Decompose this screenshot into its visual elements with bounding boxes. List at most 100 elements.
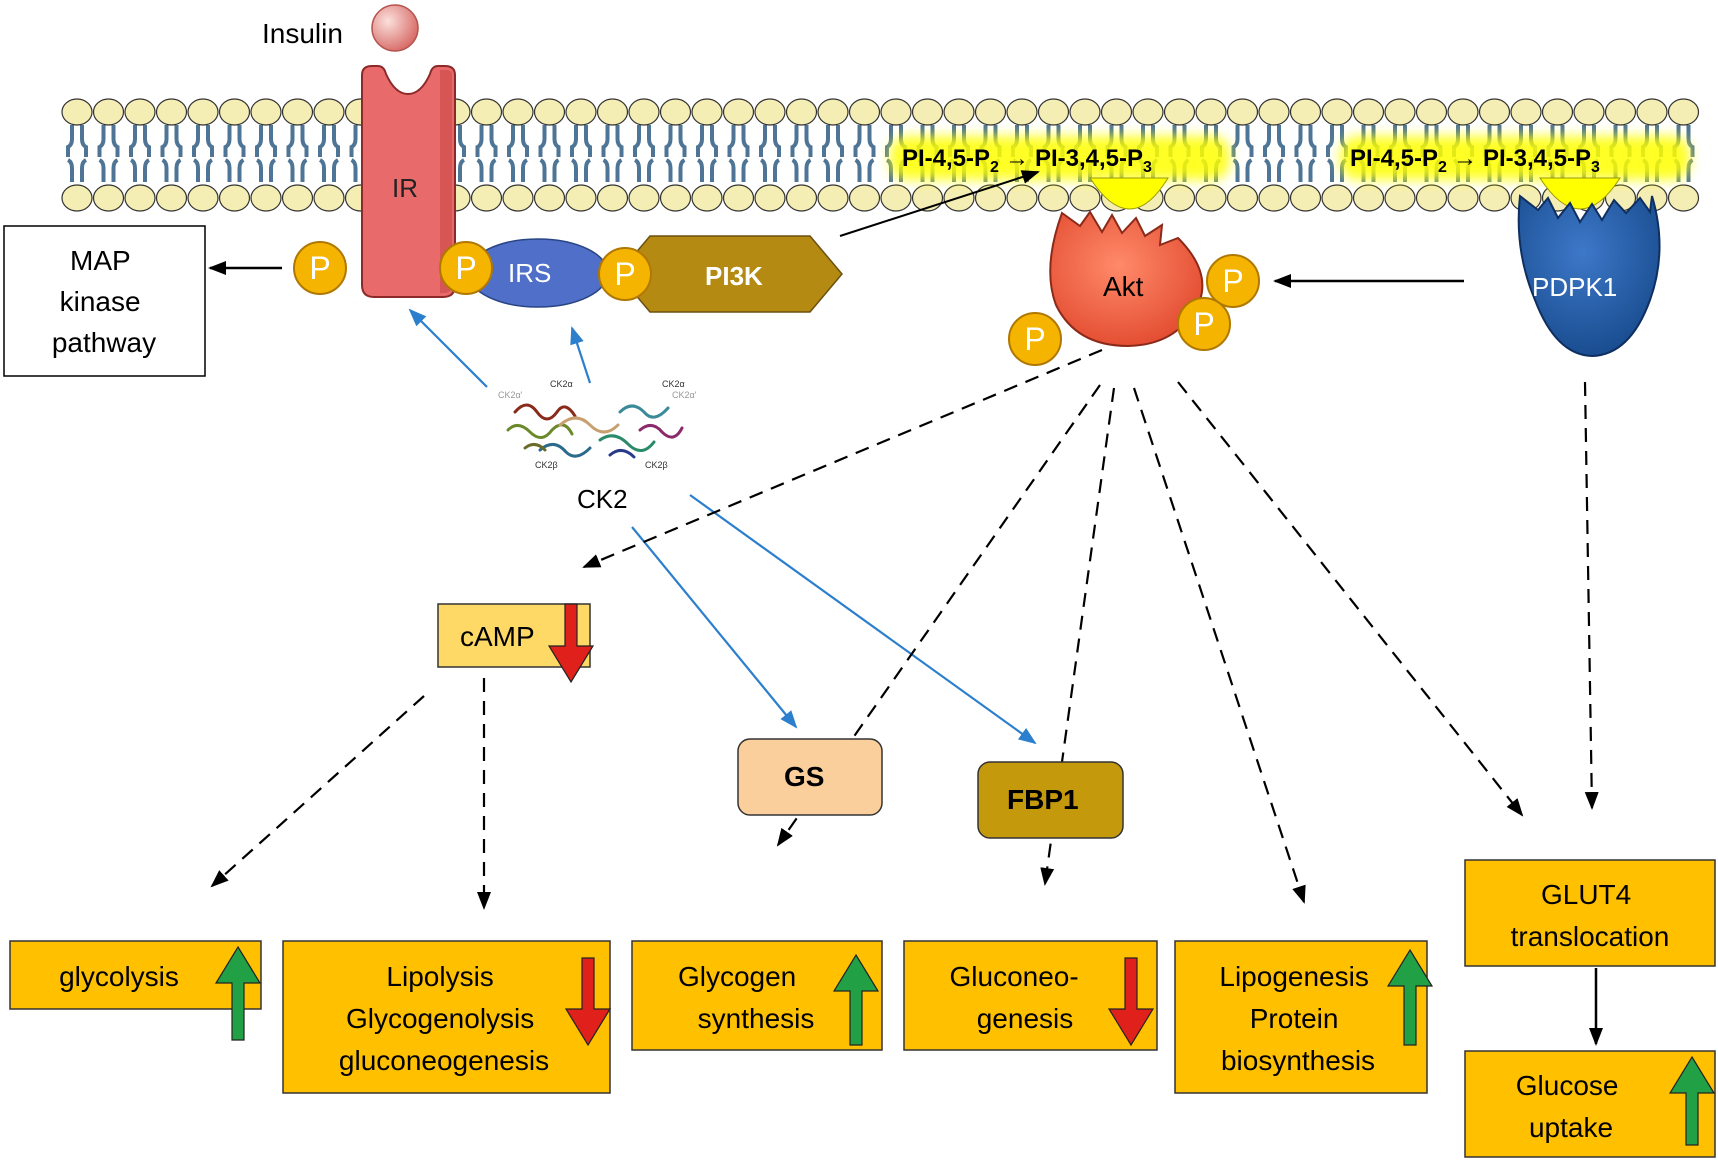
insulin-receptor: IR — [361, 65, 456, 298]
arrow-pi3k-to-pip3 — [839, 170, 1040, 237]
glucose-up-arrow — [1668, 1055, 1716, 1146]
phospholipid — [281, 98, 314, 212]
insulin-label: Insulin — [262, 18, 343, 49]
outcome-lipogenesis: Lipogenesis Protein biosynthesis — [1174, 940, 1428, 1094]
outcome-glucose-uptake: Glucose uptake — [1464, 1050, 1716, 1158]
insulin-molecule — [371, 4, 419, 52]
akt-label: Akt — [1103, 271, 1144, 302]
lipid-from-sub-1: 2 — [990, 159, 999, 176]
map-kinase-box — [3, 225, 206, 377]
lipogenesis-label: Lipogenesis Protein biosynthesis — [1219, 961, 1376, 1076]
svg-text:CK2β: CK2β — [645, 460, 668, 470]
phospholipid — [533, 98, 566, 212]
receptor-label: IR — [392, 173, 418, 203]
svg-text:CK2α: CK2α — [550, 379, 573, 389]
svg-text:CK2α: CK2α — [662, 379, 685, 389]
phospholipid — [502, 98, 534, 212]
glycolysis-up-arrow — [214, 945, 262, 1041]
lipid-conversion-highlight-2: PI-4,5-P2 →PI-3,4,5-P3 — [1340, 136, 1690, 180]
phospholipid — [1258, 98, 1290, 212]
glycogen-up-arrow — [832, 953, 880, 1046]
gluconeo-down-arrow — [1107, 957, 1155, 1047]
pip3-head-akt — [1089, 177, 1169, 210]
lipid-to-sub-2: 3 — [1591, 159, 1600, 176]
phosphate-group: P — [1206, 254, 1260, 308]
outcome-gluconeogenesis: Gluconeo- genesis — [903, 940, 1158, 1051]
camp-down-arrow — [547, 603, 595, 684]
phosphate-group: P — [439, 241, 493, 295]
phospholipid — [124, 98, 156, 212]
lipolysis-label: Lipolysis Glycogenolysis gluconeogenesis — [339, 961, 549, 1076]
phospholipid — [880, 98, 912, 212]
phospholipid — [61, 98, 93, 212]
arrow-akt-to-camp — [582, 348, 1103, 569]
arrow-pdpk1-to-glut4 — [1583, 381, 1599, 810]
phosphate-group: P — [1008, 312, 1062, 366]
lipogenesis-up-arrow — [1386, 948, 1434, 1046]
phospholipid — [187, 98, 219, 212]
phospholipid — [628, 98, 660, 212]
lipid-to-sub-1: 3 — [1143, 159, 1152, 176]
arrow-akt-to-glut4 — [1177, 381, 1524, 817]
phospholipid — [848, 98, 881, 212]
pdpk1-protein: PDPK1 — [1517, 194, 1661, 358]
conversion-arrow-1: → — [1005, 145, 1029, 172]
glycogen-label: Glycogen synthesis — [678, 961, 814, 1034]
phospholipid — [1321, 98, 1353, 212]
svg-text:PI-4,5-P2→PI-3,4,5-P3: PI-4,5-P2 →PI-3,4,5-P3 — [1350, 145, 1600, 176]
phospholipid — [722, 98, 755, 212]
phospholipid — [659, 98, 692, 212]
phospholipid — [596, 98, 629, 212]
arrow-ck2-to-fbp1 — [689, 494, 1037, 745]
phospholipid — [92, 98, 125, 212]
lipid-from-sub-2: 2 — [1438, 159, 1447, 176]
phospholipid — [565, 98, 597, 212]
ck2-structure-icon: CK2α CK2α' CK2β CK2β CK2α CK2α' — [498, 379, 697, 470]
glycolysis-label: glycolysis — [59, 961, 179, 992]
phospholipid — [817, 98, 849, 212]
phospholipid — [1289, 98, 1322, 212]
map-kinase-label: MAP kinase pathway — [52, 245, 156, 358]
ck2-arrows — [408, 308, 1037, 745]
arrow-camp-to-glycolysis — [210, 695, 425, 888]
pip3-head-pdpk1 — [1539, 177, 1621, 210]
cell-membrane — [61, 98, 1700, 212]
camp-label: cAMP — [460, 621, 535, 652]
outcome-glycolysis: glycolysis — [9, 940, 262, 1010]
conversion-arrow-2: → — [1453, 145, 1477, 172]
arrow-ck2-to-ir — [408, 308, 488, 388]
arrow-akt-to-lipogenesis — [1132, 387, 1306, 904]
arrow-ck2-to-gs — [631, 526, 798, 729]
glut4-label: GLUT4 translocation — [1511, 879, 1670, 952]
outcome-lipolysis: Lipolysis Glycogenolysis gluconeogenesis — [282, 940, 611, 1094]
lipid-from-2: PI-4,5-P — [1350, 145, 1438, 172]
phosphate-group: P — [598, 247, 652, 301]
lipid-to-2: PI-3,4,5-P — [1483, 145, 1591, 172]
fbp1-box — [977, 761, 1124, 839]
ck2-label: CK2 — [577, 484, 628, 514]
gs-label: GS — [784, 761, 824, 792]
irs-label: IRS — [508, 258, 551, 288]
svg-text:P: P — [1193, 306, 1214, 342]
pi3k-label: PI3K — [705, 261, 763, 291]
lipolysis-down-arrow — [564, 957, 612, 1047]
phospholipid — [785, 98, 818, 212]
pdpk1-label: PDPK1 — [1532, 272, 1617, 302]
svg-text:P: P — [1024, 321, 1045, 357]
svg-text:CK2α': CK2α' — [498, 390, 523, 400]
svg-text:P: P — [614, 256, 635, 292]
svg-text:PI-4,5-P2→PI-3,4,5-P3: PI-4,5-P2→PI-3,4,5-P3 — [902, 145, 1152, 176]
phospholipid — [691, 98, 723, 212]
phospholipid — [313, 98, 345, 212]
outcome-glycogen-synthesis: Glycogen synthesis — [631, 940, 883, 1051]
fbp1-label: FBP1 — [1007, 784, 1079, 815]
svg-text:P: P — [455, 250, 476, 286]
phospholipid — [754, 98, 786, 212]
phosphate-group: P — [293, 241, 347, 295]
phospholipid — [218, 98, 251, 212]
phospholipid — [470, 98, 503, 212]
akt-protein: Akt — [1049, 210, 1204, 348]
glucose-label: Glucose uptake — [1516, 1070, 1627, 1143]
